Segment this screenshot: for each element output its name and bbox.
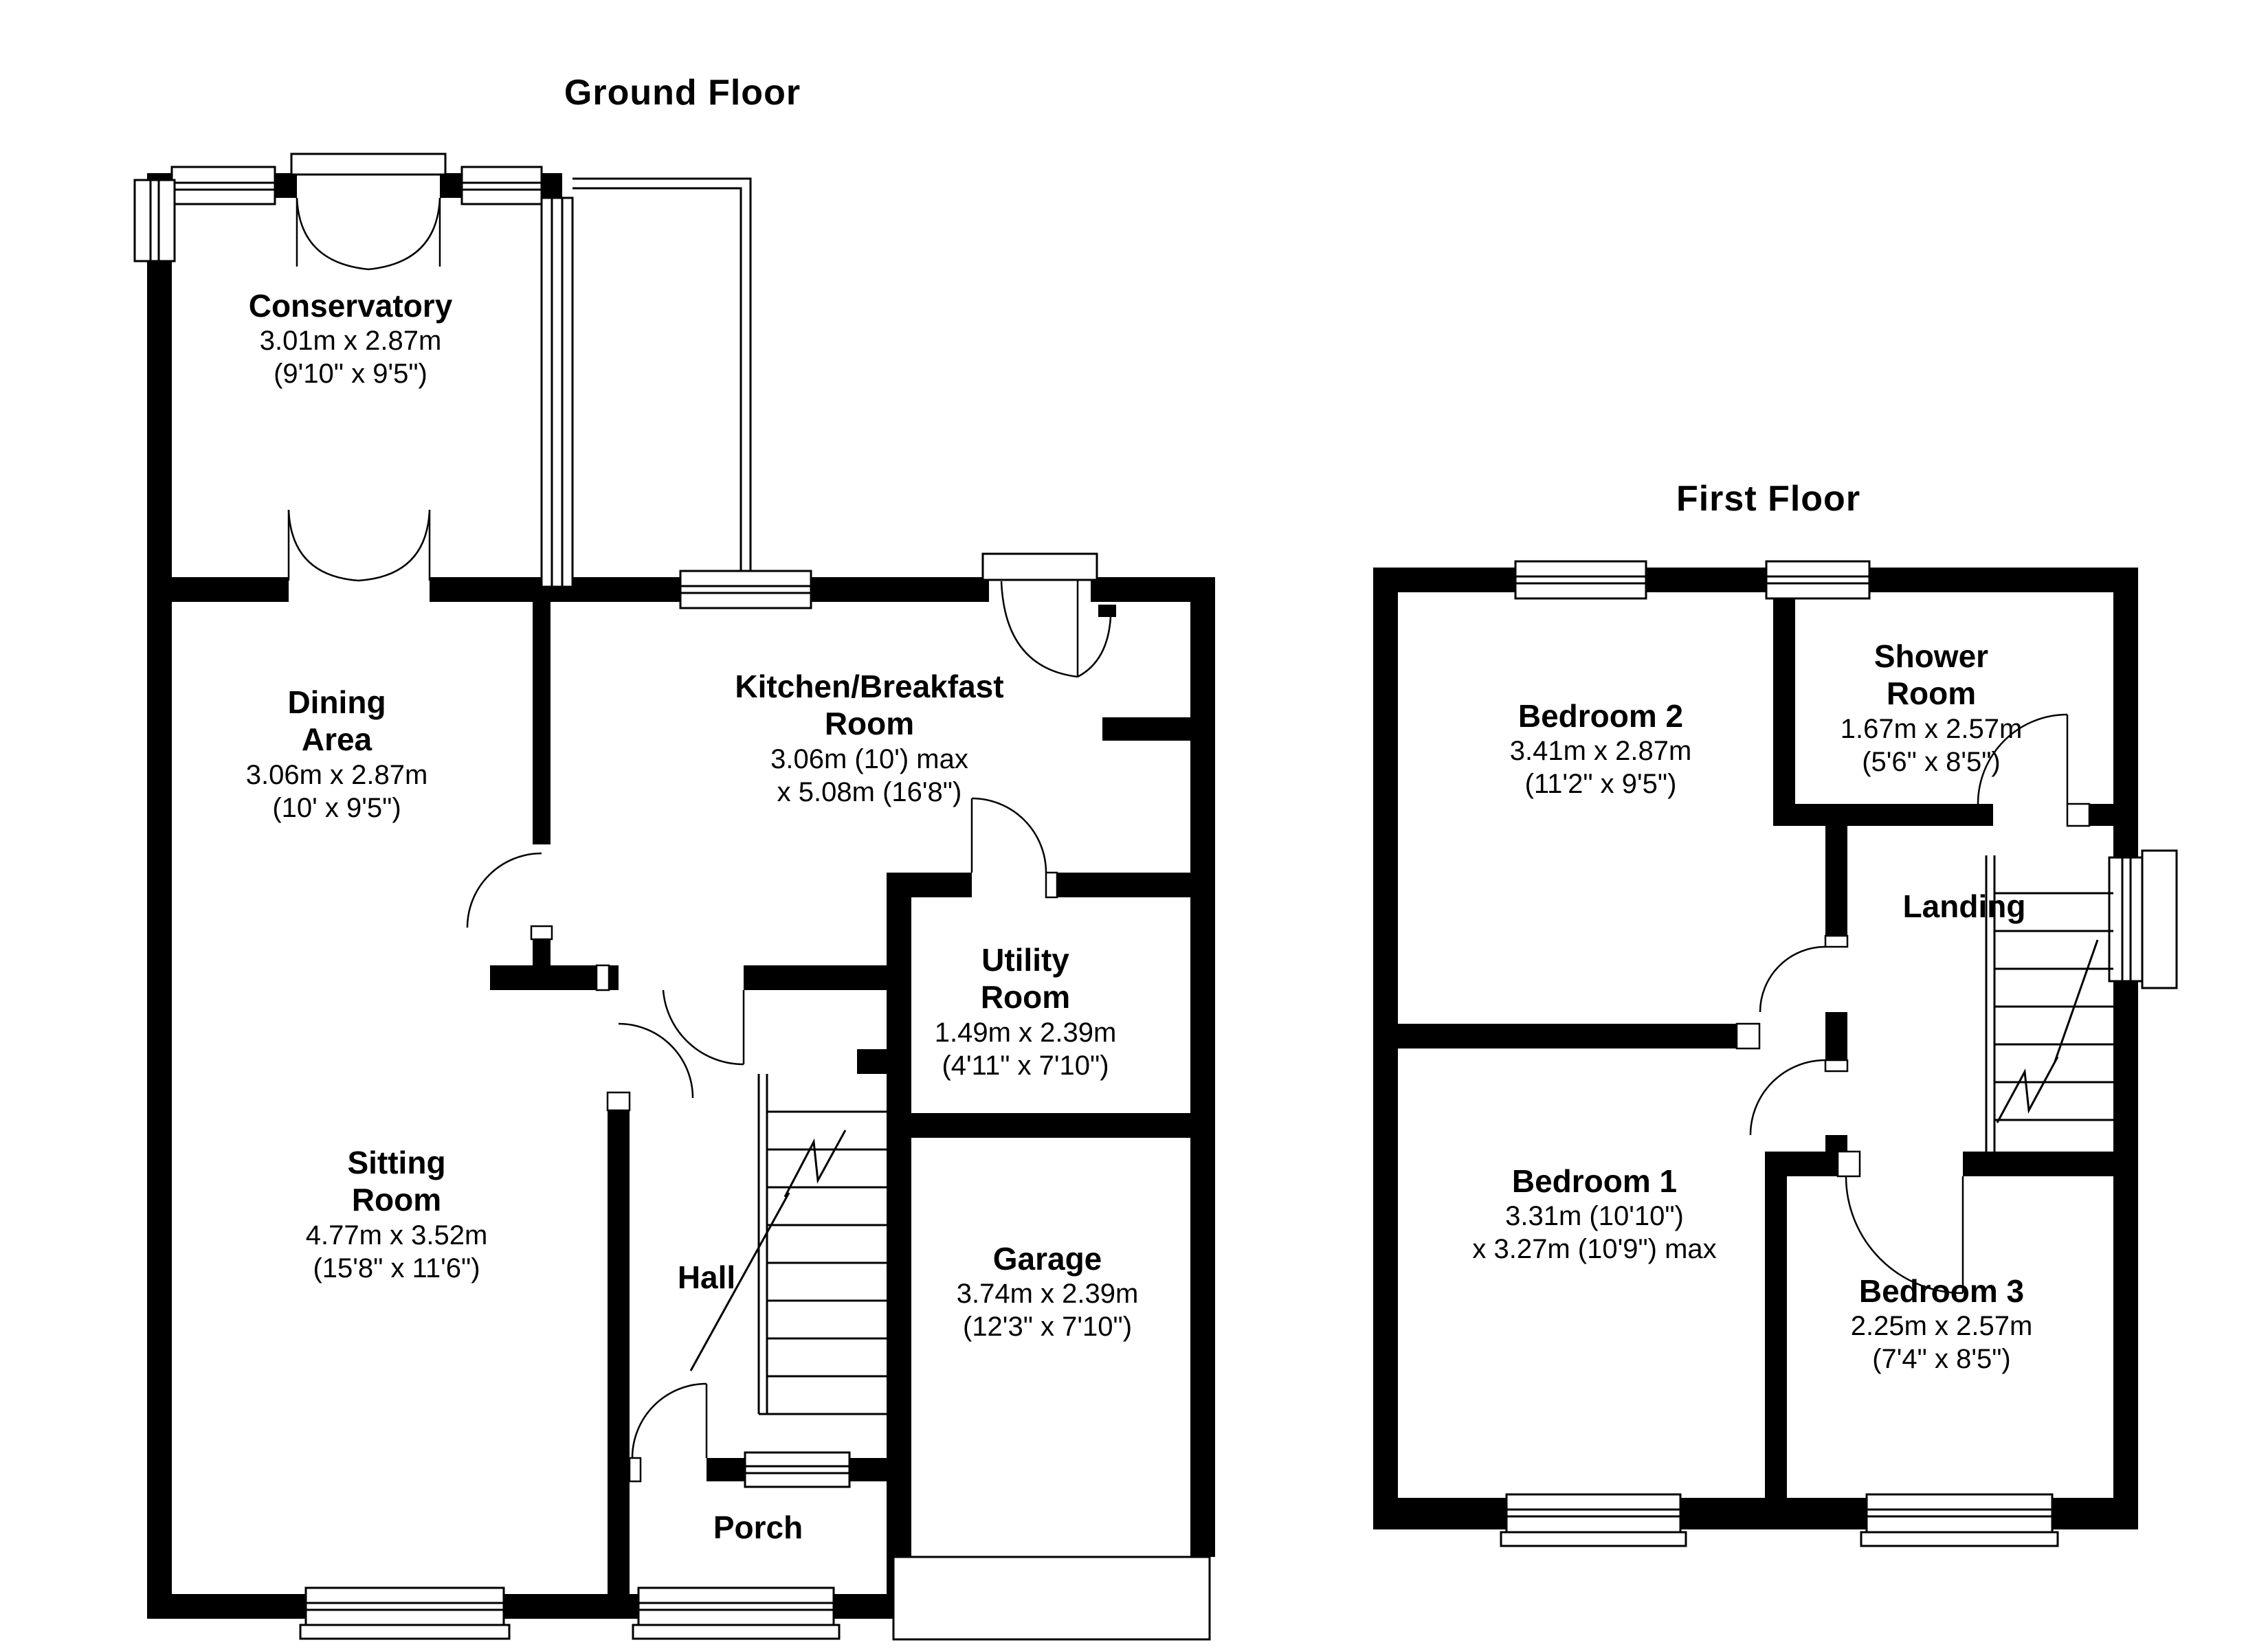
conservatory-left-window	[133, 179, 176, 262]
stairs-down-arrow	[2054, 939, 2099, 1062]
room-name: Dining Area	[287, 684, 386, 758]
room-dim-imperial: (7'4" x 8'5")	[1872, 1344, 2011, 1375]
bedroom1-door	[1749, 1059, 1826, 1136]
shower-room-door	[1977, 713, 2069, 805]
room-label-bedroom1: Bedroom 1 3.31m (10'10") x 3.27m (10'9")…	[1472, 1163, 1716, 1266]
room-label-conservatory: Conservatory 3.01m x 2.87m (9'10" x 9'5"…	[249, 287, 453, 390]
room-label-sitting-room: Sitting Room 4.77m x 3.52m (15'8" x 11'6…	[306, 1144, 488, 1285]
room-dim-imperial: (10' x 9'5")	[272, 792, 401, 823]
stairs-arrow-head	[1996, 1056, 2059, 1123]
room-name: Bedroom 2	[1517, 698, 1684, 734]
bedroom1-window	[1500, 1493, 1687, 1547]
room-name: Garage	[992, 1241, 1102, 1277]
bedroom2-door	[1759, 945, 1826, 1013]
conservatory-french-doors	[290, 153, 447, 271]
first-floor-stairs	[1985, 855, 2113, 1161]
room-dim-imperial: (9'10" x 9'5")	[274, 359, 427, 390]
kitchen-rear-window	[679, 570, 812, 609]
porch-hall-window	[744, 1451, 851, 1488]
conservatory-top-window-right	[460, 166, 543, 205]
ground-floor-stairs	[689, 1074, 887, 1415]
dining-door-arc	[466, 852, 542, 928]
ground-floor-door-jambs	[530, 871, 1058, 1483]
room-label-porch: Porch	[713, 1509, 803, 1546]
stairs-arrow-head	[783, 1130, 847, 1198]
room-name: Hall	[677, 1259, 736, 1295]
room-name: Sitting Room	[347, 1145, 446, 1218]
room-dim-metric: 3.74m x 2.39m	[956, 1279, 1139, 1310]
ground-floor-doors	[287, 153, 1112, 1459]
first-floor-doors	[1749, 713, 2069, 1294]
room-dim-metric: 2.25m x 2.57m	[1850, 1311, 2033, 1342]
room-dim-metric: 1.49m x 2.39m	[934, 1017, 1117, 1048]
room-dim-metric: 3.01m x 2.87m	[259, 326, 442, 357]
room-dim-imperial: (11'2" x 9'5")	[1524, 769, 1677, 800]
room-dim-imperial: (5'6" x 8'5")	[1862, 746, 2001, 777]
ground-floor-title: Ground Floor	[564, 73, 801, 113]
room-name: Conservatory	[248, 288, 453, 324]
room-dim-metric: 3.06m (10') max	[770, 743, 968, 774]
sitting-room-door	[618, 1022, 694, 1099]
room-name: Shower Room	[1874, 638, 1989, 712]
kitchen-hall-door	[662, 989, 745, 1066]
bedroom2-window	[1514, 560, 1647, 600]
room-name: Porch	[713, 1510, 803, 1545]
first-floor-door-jambs	[1735, 803, 2091, 1178]
shower-room-window	[1765, 560, 1871, 600]
room-dim-metric: 3.06m x 2.87m	[245, 759, 428, 790]
sitting-room-window	[299, 1586, 511, 1640]
room-label-bedroom3: Bedroom 3 2.25m x 2.57m (7'4" x 8'5")	[1851, 1272, 2033, 1376]
room-label-dining-area: Dining Area 3.06m x 2.87m (10' x 9'5")	[246, 684, 428, 824]
room-label-garage: Garage 3.74m x 2.39m (12'3" x 7'10")	[957, 1240, 1139, 1343]
room-dim-imperial: (12'3" x 7'10")	[962, 1312, 1133, 1343]
ground-floor-walls	[147, 173, 1215, 1619]
room-name: Bedroom 1	[1511, 1163, 1678, 1199]
room-dim-metric: 4.77m x 3.52m	[305, 1220, 488, 1250]
room-dim-imperial: (4'11" x 7'10")	[942, 1050, 1109, 1081]
landing-window	[2108, 849, 2178, 989]
room-dim-metric: 3.41m x 2.87m	[1509, 736, 1692, 767]
kitchen-back-door	[981, 552, 1112, 678]
room-name: Kitchen/Breakfast Room	[735, 669, 1004, 742]
room-label-landing: Landing	[1903, 888, 2026, 925]
room-dim-metric: 3.31m (10'10")	[1505, 1201, 1684, 1232]
room-label-shower-room: Shower Room 1.67m x 2.57m (5'6" x 8'5")	[1841, 638, 2023, 778]
room-dim-metric: 1.67m x 2.57m	[1840, 713, 2023, 744]
first-floor-plan	[1373, 560, 2178, 1547]
room-name: Landing	[1902, 888, 2026, 924]
stairs-up-arrow	[689, 1192, 790, 1371]
room-dim-imperial: (15'8" x 11'6")	[313, 1253, 480, 1283]
first-floor-title: First Floor	[1676, 479, 1861, 519]
porch-hall-door	[631, 1382, 708, 1459]
first-floor-walls	[1373, 568, 2138, 1529]
first-floor-windows	[1500, 560, 2178, 1547]
garage-door-apron	[892, 1556, 1211, 1641]
room-label-utility: Utility Room 1.49m x 2.39m (4'11" x 7'10…	[935, 941, 1117, 1082]
room-label-hall: Hall	[678, 1259, 735, 1296]
room-name: Utility Room	[980, 942, 1071, 1016]
room-dim-imperial: x 5.08m (16'8")	[777, 776, 962, 807]
room-label-kitchen: Kitchen/Breakfast Room 3.06m (10') max x…	[735, 668, 1003, 809]
ground-floor-windows	[133, 166, 851, 1640]
ground-floor-plan	[133, 153, 1215, 1641]
bedroom3-door	[1845, 1176, 1964, 1294]
porch-front-window	[632, 1586, 841, 1640]
bedroom3-window	[1860, 1493, 2059, 1547]
conservatory-top-window-left	[170, 166, 276, 205]
room-label-bedroom2: Bedroom 2 3.41m x 2.87m (11'2" x 9'5")	[1510, 697, 1692, 800]
utility-door	[970, 797, 1047, 873]
conservatory-glazing	[540, 177, 752, 588]
room-name: Bedroom 3	[1858, 1273, 2025, 1309]
dining-conservatory-french-doors	[287, 509, 431, 582]
room-dim-imperial: x 3.27m (10'9") max	[1472, 1234, 1717, 1265]
